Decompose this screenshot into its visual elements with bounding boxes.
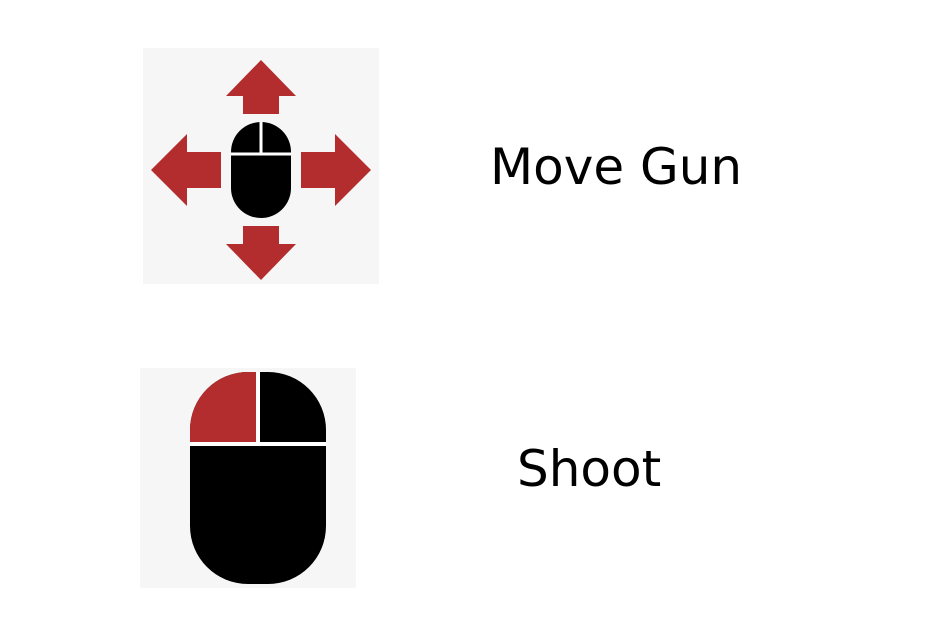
arrow-right-icon: [301, 134, 371, 206]
control-label-shoot: Shoot: [517, 440, 662, 498]
arrow-left-icon: [151, 134, 221, 206]
arrow-up-icon: [226, 60, 296, 114]
mouse-move-arrows-icon: [143, 48, 379, 284]
mouse-body: [231, 122, 291, 218]
mouse-left-click-icon: [140, 368, 356, 588]
arrow-down-icon: [226, 226, 296, 280]
control-label-move-gun: Move Gun: [490, 138, 743, 196]
control-row-shoot: Shoot: [0, 300, 941, 628]
control-row-move-gun: Move Gun: [0, 0, 941, 300]
